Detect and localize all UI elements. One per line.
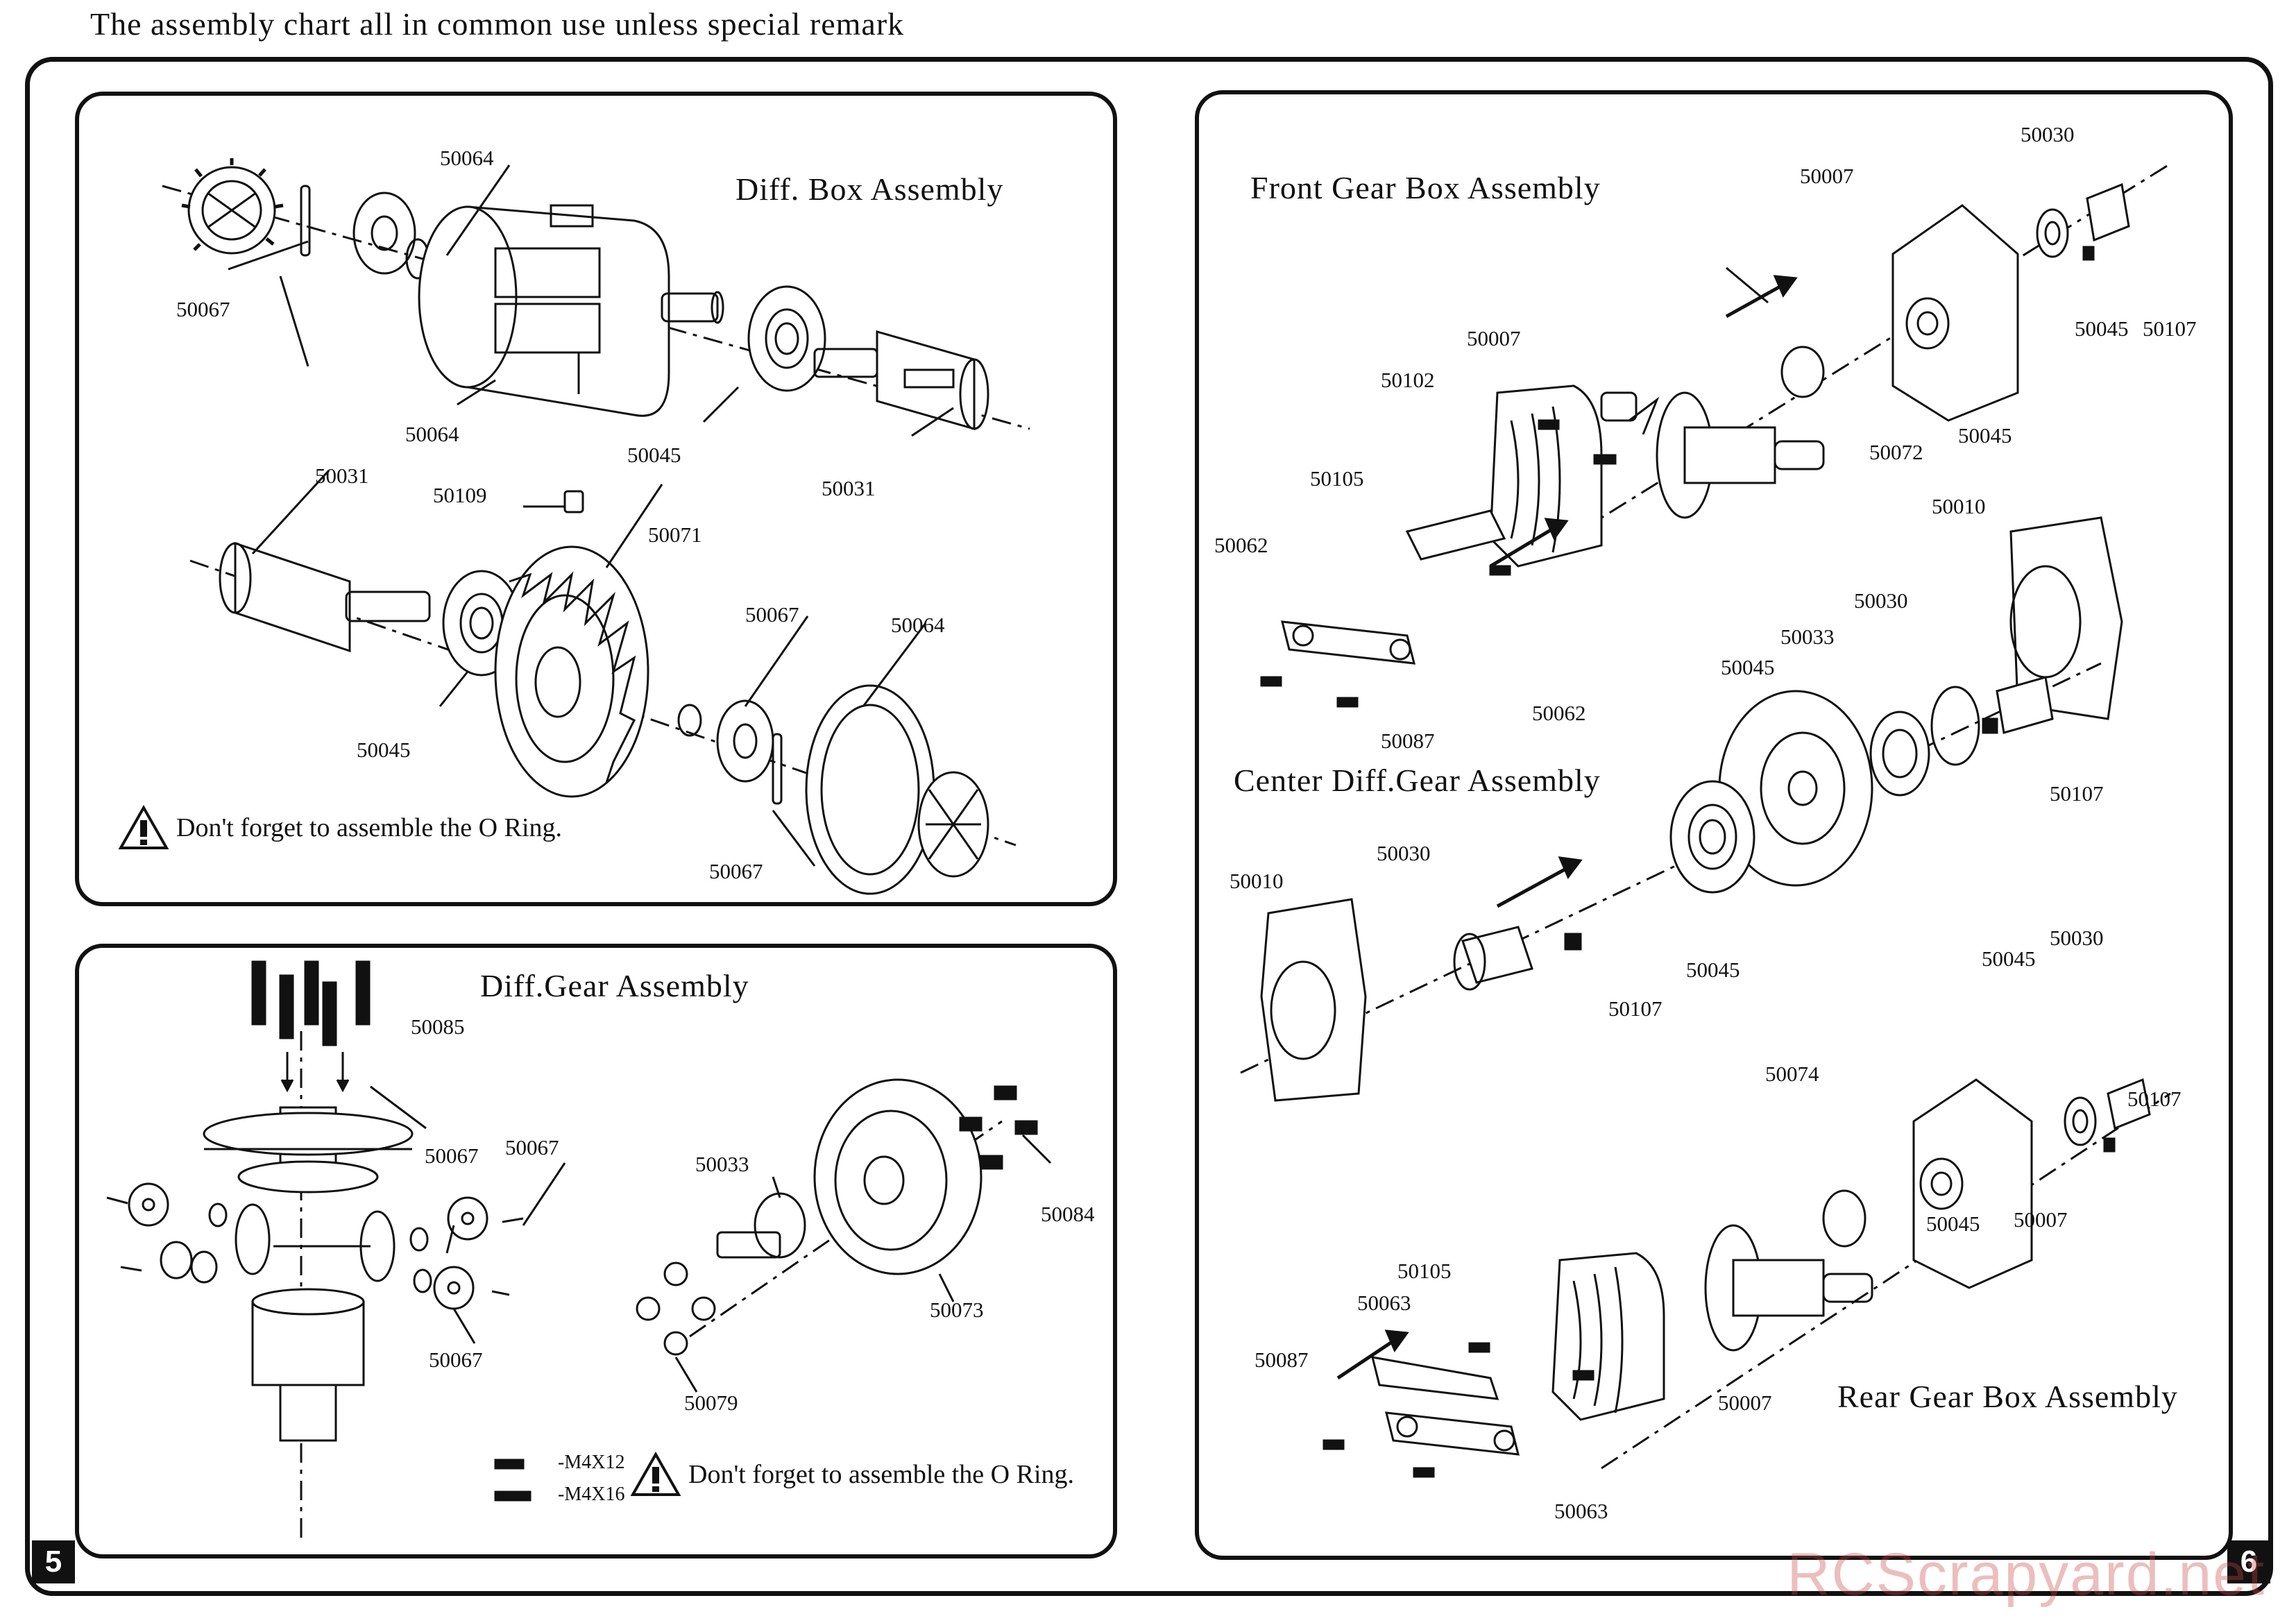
- part-label: 50073: [930, 1298, 984, 1322]
- page-number-right: 6: [2227, 1540, 2270, 1583]
- diff-gear-title: Diff.Gear Assembly: [480, 968, 749, 1003]
- part-label: 50033: [1780, 624, 1835, 649]
- part-label: 50045: [357, 738, 411, 762]
- page-number-left: 5: [32, 1540, 75, 1583]
- part-label: 50063: [1554, 1499, 1608, 1523]
- part-label: 50033: [695, 1152, 749, 1176]
- part-label: 50067: [505, 1135, 559, 1159]
- warning-icon: [118, 805, 169, 849]
- part-label: 50030: [1377, 841, 1431, 865]
- screw-legend-m4x16: -M4X16: [558, 1484, 625, 1505]
- part-label: 50107: [2127, 1087, 2182, 1111]
- part-label: 50045: [1926, 1212, 1980, 1236]
- watermark: RCScrapyard.net: [1787, 1541, 2265, 1608]
- part-label: 50045: [627, 443, 681, 467]
- gear-box-exploded-drawing: [1240, 162, 2171, 1478]
- part-label: 50007: [2014, 1207, 2068, 1232]
- part-label: 50072: [1869, 440, 1923, 464]
- part-label: 50007: [1800, 164, 1854, 188]
- part-label: 50031: [315, 464, 369, 488]
- part-label: 50071: [648, 522, 702, 547]
- o-ring-warning-note: Don't forget to assemble the O Ring.: [630, 1452, 1074, 1497]
- part-label: 50085: [411, 1014, 465, 1039]
- part-label: 50107: [1608, 996, 1663, 1021]
- part-label: 50045: [1982, 946, 2036, 971]
- diff-box-panel: Diff. Box Assembly: [75, 92, 1117, 906]
- part-label: 50067: [745, 602, 799, 627]
- part-label: 50010: [1932, 494, 1986, 518]
- part-label: 50067: [425, 1144, 479, 1168]
- part-label: 50087: [1381, 729, 1435, 753]
- part-label: 50087: [1255, 1348, 1309, 1372]
- part-label: 50062: [1214, 533, 1268, 557]
- part-label: 50062: [1532, 701, 1586, 725]
- part-label: 50030: [2050, 926, 2104, 950]
- part-label: 50031: [822, 476, 876, 500]
- part-label: 50074: [1765, 1062, 1819, 1086]
- part-label: 50067: [176, 297, 230, 321]
- part-label: 50107: [2050, 781, 2104, 806]
- part-label: 50045: [1958, 423, 2012, 448]
- part-label: 50064: [440, 146, 494, 170]
- part-label: 50010: [1230, 869, 1284, 893]
- gear-box-panel: Front Gear Box Assembly Center Diff.Gear…: [1195, 90, 2233, 1560]
- part-label: 50105: [1310, 466, 1364, 491]
- part-label: 50030: [1854, 588, 1908, 613]
- part-label: 50109: [433, 483, 487, 507]
- diff-box-title: Diff. Box Assembly: [735, 171, 1004, 207]
- part-label: 50045: [1721, 655, 1775, 679]
- part-label: 50105: [1397, 1259, 1452, 1283]
- part-label: 50084: [1041, 1202, 1095, 1226]
- part-label: 50045: [1686, 958, 1740, 982]
- part-label: 50007: [1467, 326, 1521, 350]
- diff-gear-exploded-drawing: [106, 960, 1052, 1545]
- warning-text: Don't forget to assemble the O Ring.: [176, 813, 563, 842]
- part-label: 50064: [891, 613, 945, 637]
- part-label: 50007: [1718, 1391, 1772, 1415]
- part-label: 50067: [429, 1348, 483, 1372]
- warning-text: Don't forget to assemble the O Ring.: [688, 1460, 1075, 1489]
- part-label: 50063: [1357, 1291, 1411, 1315]
- o-ring-warning-note: Don't forget to assemble the O Ring.: [118, 805, 562, 851]
- rear-gear-box-title: Rear Gear Box Assembly: [1837, 1379, 2178, 1414]
- diff-box-exploded-drawing: [162, 158, 1030, 895]
- part-label: 50030: [2021, 122, 2075, 146]
- page-frame: [25, 57, 2273, 1596]
- diff-gear-panel: Diff.Gear Assembly: [75, 944, 1117, 1558]
- front-gear-box-title: Front Gear Box Assembly: [1250, 170, 1601, 205]
- part-label: 50079: [684, 1391, 738, 1415]
- center-diff-title: Center Diff.Gear Assembly: [1234, 763, 1601, 798]
- part-label: 50102: [1381, 368, 1435, 392]
- part-label: 50107: [2143, 316, 2197, 341]
- part-label: 50045: [2075, 316, 2129, 341]
- part-label: 50064: [405, 422, 459, 446]
- warning-icon: [630, 1452, 681, 1496]
- part-label: 50067: [709, 859, 763, 883]
- screw-legend-m4x12: -M4X12: [558, 1452, 625, 1473]
- page-header: The assembly chart all in common use unl…: [90, 6, 905, 42]
